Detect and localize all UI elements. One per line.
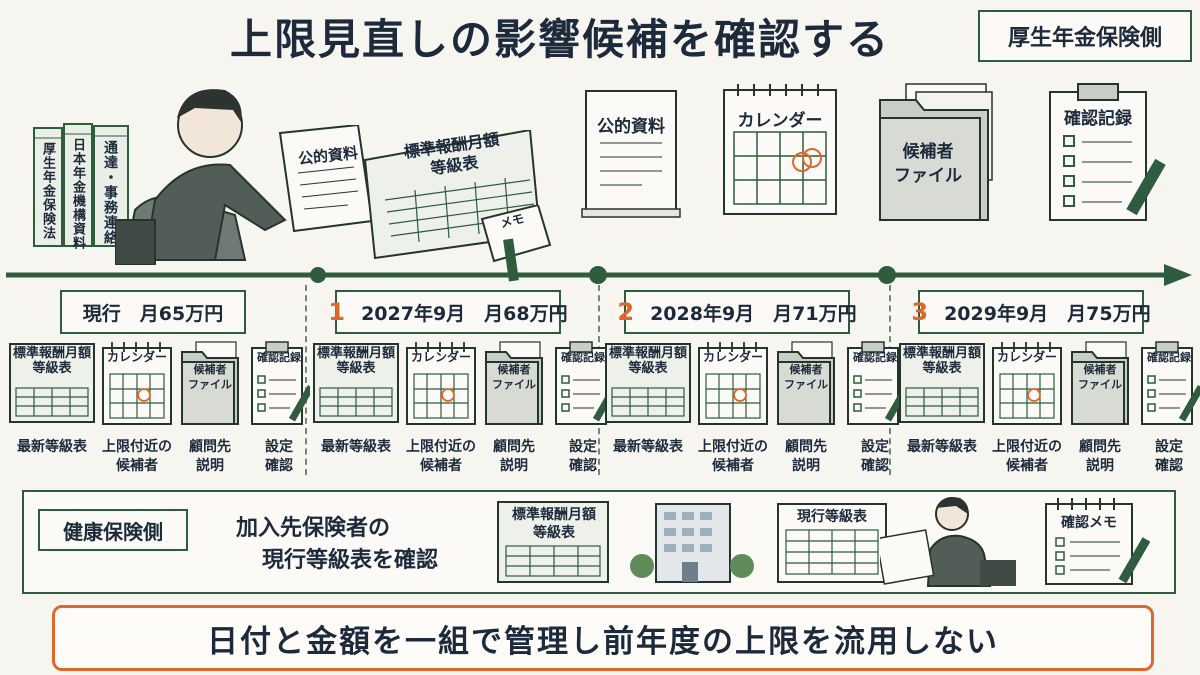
period-number: 1 <box>328 298 346 326</box>
small-icon-title: 候補者 ファイル <box>1078 363 1122 391</box>
period-label: 2028年9月 月71万円 <box>650 302 857 325</box>
calendar-small-icon <box>696 340 770 430</box>
grade-table-small-icon <box>604 340 692 430</box>
step-label: 最新等級表 <box>17 439 87 455</box>
pension-side-tag: 厚生年金保険側 <box>978 10 1192 62</box>
period-label: 2029年9月 月75万円 <box>944 302 1151 325</box>
law-books-illustration <box>33 123 129 247</box>
file-small-icon <box>776 340 836 430</box>
file-small-icon <box>484 340 544 430</box>
timeline-node <box>589 266 607 284</box>
person-checking-illustration <box>880 497 1016 587</box>
small-icon-title: 標準報酬月額 等級表 <box>316 346 395 376</box>
file-small-icon <box>1070 340 1130 430</box>
health-text-line-1: 加入先保険者の <box>236 516 391 541</box>
book-title: 通達・事務連絡 <box>102 140 118 245</box>
small-icon-title: カレンダー <box>702 350 763 364</box>
small-icon-title: 候補者 ファイル <box>188 363 232 391</box>
page-title: 上限見直しの影響候補を確認する <box>230 15 891 64</box>
current-grade-table-label: 現行等級表 <box>797 509 867 525</box>
health-grade-table-icon <box>497 501 609 583</box>
record-small-icon <box>1138 340 1200 430</box>
public-document-icon <box>581 90 681 218</box>
record-small-icon <box>248 340 314 430</box>
step-label: 上限付近の 候補者 <box>102 439 172 474</box>
calendar-small-icon <box>404 340 478 430</box>
file-small-icon <box>180 340 240 430</box>
small-icon-title: 標準報酬月額 等級表 <box>608 346 687 376</box>
step-label: 最新等級表 <box>907 439 977 455</box>
step-label: 上限付近の 候補者 <box>992 439 1062 474</box>
period-label: 2027年9月 月68万円 <box>361 302 568 325</box>
small-icon-title: 候補者 ファイル <box>784 363 828 391</box>
public-document-icon-label: 公的資料 <box>597 117 665 137</box>
book-title: 日本年金機構資料 <box>70 138 85 250</box>
office-building-icon <box>630 503 754 583</box>
timeline-arrow <box>6 264 1192 286</box>
record-clipboard-icon <box>1049 83 1166 221</box>
health-text-line-2: 現行等級表を確認 <box>262 548 439 573</box>
calendar-icon <box>723 84 837 215</box>
step-label: 最新等級表 <box>321 439 391 455</box>
small-icon-title: カレンダー <box>106 350 167 364</box>
grade-table-small-icon <box>8 340 96 430</box>
timeline-node <box>878 266 896 284</box>
step-label: 顧問先 説明 <box>785 439 827 474</box>
grade-table-small-icon <box>312 340 400 430</box>
period-current: 現行 月65万円 <box>60 290 246 334</box>
small-icon-title: カレンダー <box>996 350 1057 364</box>
small-icon-title: 標準報酬月額 等級表 <box>902 346 981 376</box>
timeline-node <box>310 267 326 283</box>
period-number: 2 <box>617 298 635 326</box>
step-label: 設定 確認 <box>569 439 597 474</box>
small-icon-title: 確認記録 <box>561 351 605 364</box>
small-icon-title: 標準報酬月額 等級表 <box>12 346 91 376</box>
bottom-message: 日付と金額を一組で管理し前年度の上限を流用しない <box>52 605 1154 671</box>
step-label: 顧問先 説明 <box>493 439 535 474</box>
period-divider <box>305 285 307 475</box>
calendar-small-icon <box>990 340 1064 430</box>
memo-pen-illustration <box>480 205 552 282</box>
step-label: 設定 確認 <box>1155 439 1183 474</box>
step-label: 上限付近の 候補者 <box>698 439 768 474</box>
step-label: 顧問先 説明 <box>189 439 231 474</box>
candidate-file-icon <box>879 83 993 221</box>
grade-table-small-icon <box>898 340 986 430</box>
person-reading-illustration <box>115 89 287 265</box>
health-grade-table-label: 標準報酬月額 等級表 <box>512 507 596 541</box>
book-title: 厚生年金保険法 <box>40 142 55 240</box>
health-side-tag: 健康保険側 <box>38 509 188 551</box>
period-3: 3 2029年9月 月75万円 <box>911 290 1151 334</box>
step-label: 設定 確認 <box>265 439 293 474</box>
step-label: 顧問先 説明 <box>1079 439 1121 474</box>
step-label: 設定 確認 <box>861 439 889 474</box>
record-clipboard-icon-label: 確認記録 <box>1064 109 1132 129</box>
check-memo-icon <box>1045 498 1150 585</box>
period-1: 1 2027年9月 月68万円 <box>328 290 568 334</box>
current-grade-table-icon <box>777 503 887 583</box>
period-2: 2 2028年9月 月71万円 <box>617 290 857 334</box>
step-label: 最新等級表 <box>613 439 683 455</box>
small-icon-title: 確認記録 <box>853 351 897 364</box>
small-icon-title: 確認記録 <box>1147 351 1191 364</box>
small-icon-title: 確認記録 <box>257 351 301 364</box>
calendar-icon-label: カレンダー <box>737 111 823 131</box>
small-icon-title: 候補者 ファイル <box>492 363 536 391</box>
calendar-small-icon <box>100 340 174 430</box>
step-label: 上限付近の 候補者 <box>406 439 476 474</box>
period-number: 3 <box>911 298 929 326</box>
period-label: 現行 月65万円 <box>82 302 224 325</box>
candidate-file-icon-label: 候補者 ファイル <box>894 142 962 186</box>
check-memo-label: 確認メモ <box>1061 515 1117 531</box>
small-icon-title: カレンダー <box>410 350 471 364</box>
